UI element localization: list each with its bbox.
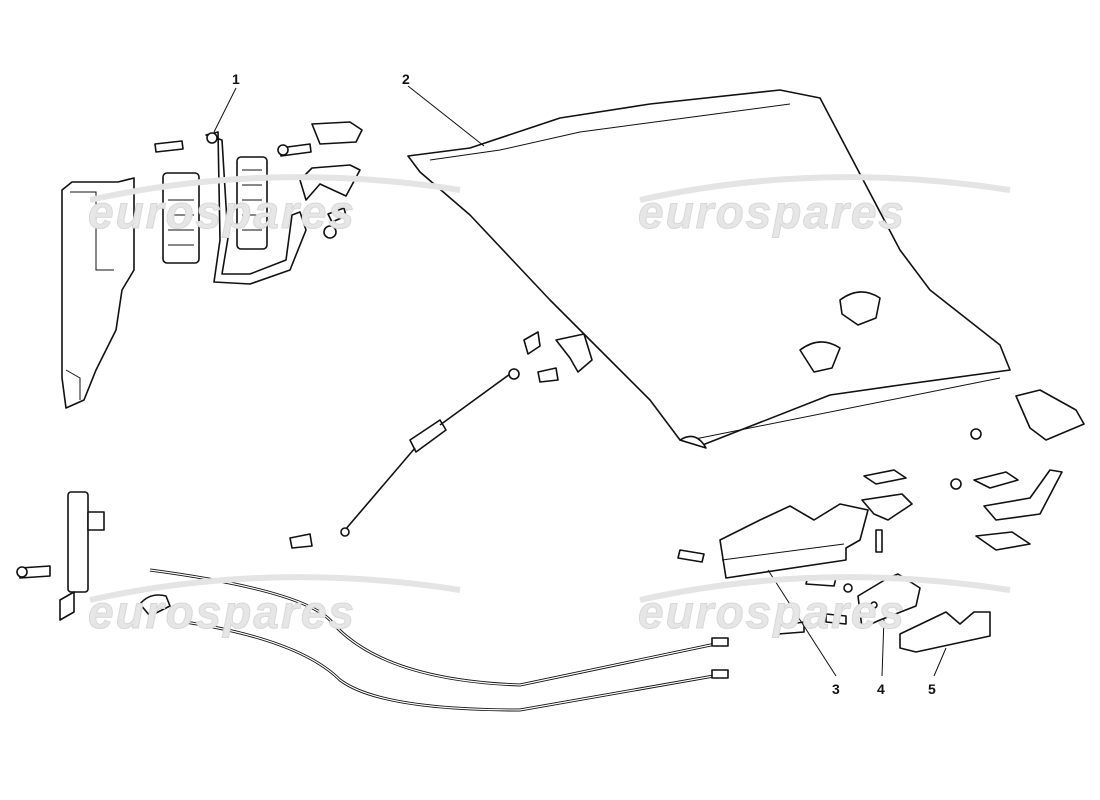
- watermark: eurospares: [88, 186, 356, 238]
- watermark: eurospares: [638, 186, 906, 238]
- callout-1: 1: [232, 71, 240, 87]
- callout-2: 2: [402, 71, 410, 87]
- release-cables: [139, 568, 729, 712]
- watermark: eurospares: [638, 586, 906, 638]
- gas-strut: [289, 331, 593, 549]
- latch-cover: [719, 503, 869, 579]
- leader-lines: [213, 85, 947, 677]
- callout-4: 4: [877, 681, 885, 697]
- hood-lid: [407, 89, 1011, 449]
- callout-5: 5: [928, 681, 936, 697]
- hardware: [677, 389, 1085, 635]
- watermark-group: eurospares eurospares eurospares eurospa…: [88, 174, 1011, 639]
- side-panel: [61, 177, 135, 409]
- callout-3: 3: [832, 681, 840, 697]
- watermark: eurospares: [88, 586, 356, 638]
- latch-plate: [899, 611, 991, 653]
- release-handle: [16, 491, 105, 621]
